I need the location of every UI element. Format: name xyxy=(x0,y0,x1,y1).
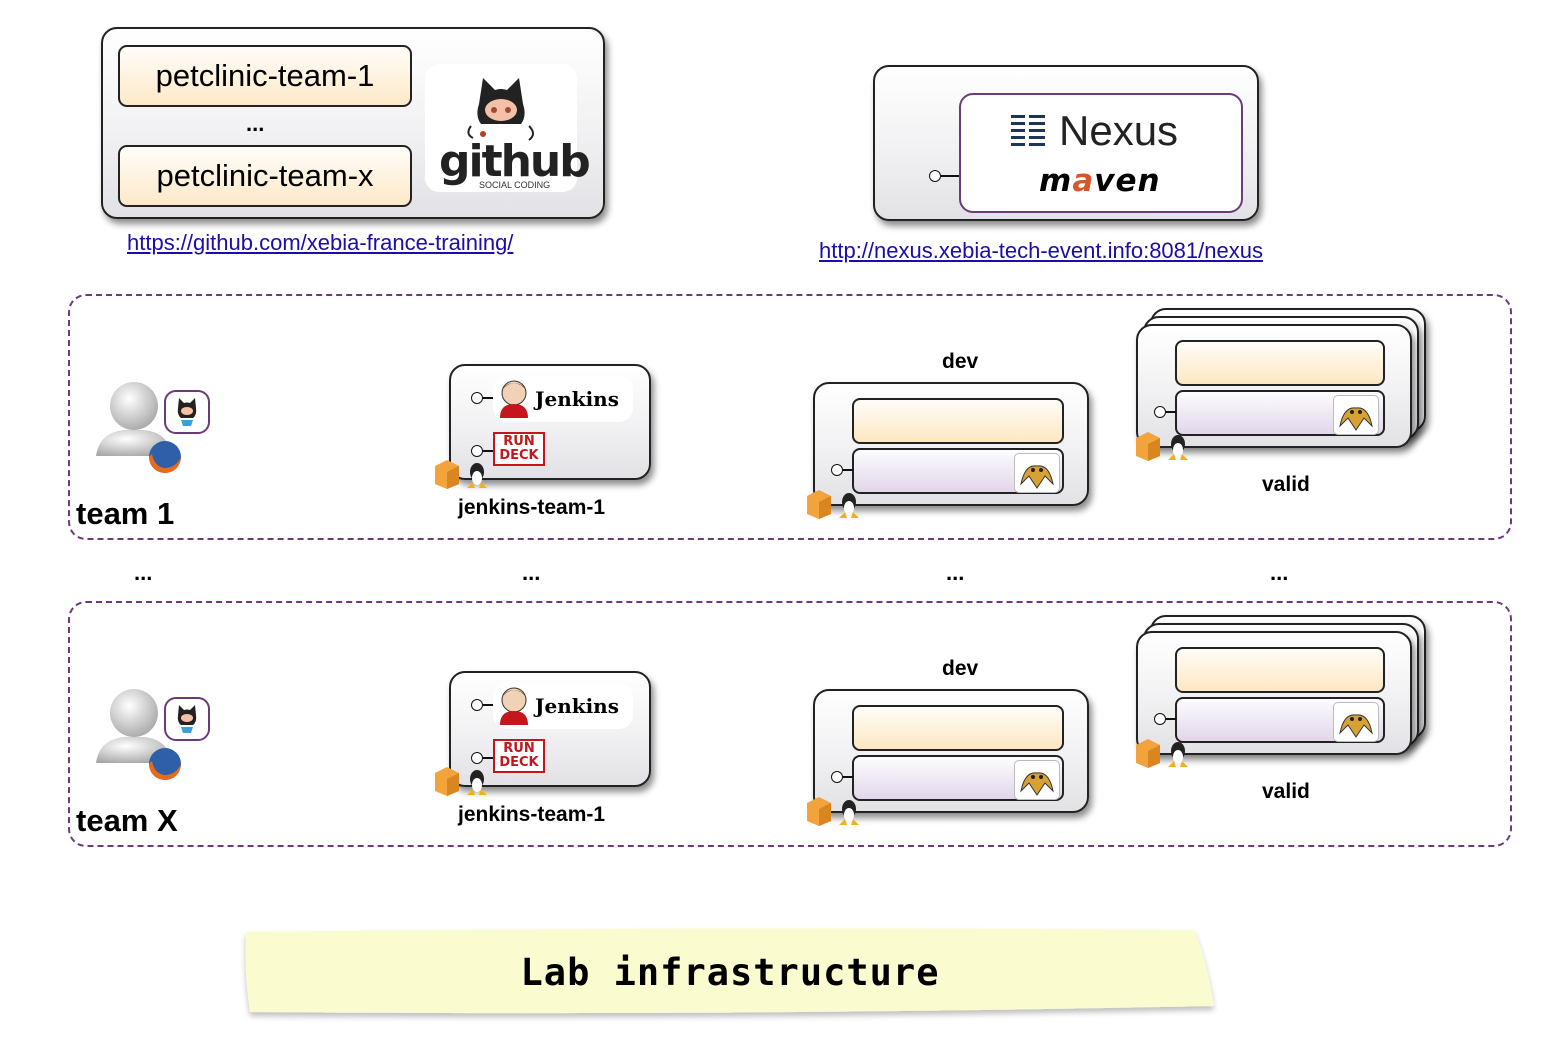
dev-port-line xyxy=(843,776,853,778)
repo-label: petclinic-team-1 xyxy=(155,58,375,93)
banner-title: Lab infrastructure xyxy=(520,950,940,994)
maven-wordmark: maven xyxy=(1039,163,1161,199)
rundeck-bottom: DECK xyxy=(499,755,539,770)
rundeck-port-icon xyxy=(471,752,483,764)
nexus-logo-panel: Nexus maven xyxy=(959,93,1243,213)
title-banner: Lab infrastructure xyxy=(244,928,1216,1016)
jenkins-caption: jenkins-team-1 xyxy=(458,496,606,519)
github-logo: github SOCIAL CODING xyxy=(425,64,591,192)
github-client-badge xyxy=(164,697,210,741)
separator-dots: ... xyxy=(1270,560,1289,585)
valid-caption: valid xyxy=(1262,473,1310,496)
team-zone: team X Jenkins RUN DECK jenkins-team-1 d… xyxy=(68,601,1512,847)
valid-port-line xyxy=(1166,718,1176,720)
valid-port-icon xyxy=(1154,713,1166,725)
nexus-port-line xyxy=(941,175,959,177)
github-box: petclinic-team-1 ... petclinic-team-x gi… xyxy=(101,27,605,219)
repo-petclinic-team-x: petclinic-team-x xyxy=(118,145,412,207)
valid-caption: valid xyxy=(1262,780,1310,803)
dev-node xyxy=(807,382,1089,519)
jenkins-icon xyxy=(500,380,528,418)
dev-app-bar xyxy=(852,398,1064,444)
aws-linux-icon xyxy=(1136,432,1188,461)
repo-petclinic-team-1: petclinic-team-1 xyxy=(118,45,412,107)
repo-ellipsis: ... xyxy=(246,111,265,136)
github-tagline: SOCIAL CODING xyxy=(479,180,551,190)
aws-linux-icon xyxy=(807,797,859,826)
jenkins-port-icon xyxy=(471,699,483,711)
nexus-wordmark: Nexus xyxy=(1059,107,1179,154)
octocat-icon xyxy=(177,705,197,733)
rundeck-top: RUN xyxy=(503,741,535,756)
jenkins-node: Jenkins RUN DECK xyxy=(435,671,651,796)
team-label: team 1 xyxy=(76,496,175,531)
firefox-icon xyxy=(149,748,181,780)
nexus-box: Nexus maven xyxy=(873,65,1259,221)
dev-tomcat-bar xyxy=(852,755,1064,801)
dev-tomcat-bar xyxy=(852,448,1064,494)
rundeck-top: RUN xyxy=(503,434,535,449)
valid-tomcat-bar xyxy=(1175,390,1385,436)
jenkins-icon xyxy=(500,687,528,725)
aws-linux-icon xyxy=(807,490,859,519)
dev-port-icon xyxy=(831,464,843,476)
jenkins-port-icon xyxy=(471,392,483,404)
dev-caption: dev xyxy=(942,350,979,373)
jenkins-label: Jenkins xyxy=(535,694,619,718)
valid-node xyxy=(1136,324,1412,461)
octocat-icon xyxy=(467,78,534,141)
team-zone: team 1 Jenkins RUN DECK jenkins-team-1 d… xyxy=(68,294,1512,540)
rundeck-port-icon xyxy=(471,445,483,457)
aws-linux-icon xyxy=(1136,739,1188,768)
valid-tomcat-bar xyxy=(1175,697,1385,743)
banner-shape xyxy=(245,928,1214,1014)
rundeck-logo: RUN DECK xyxy=(493,739,545,773)
jenkins-port-line xyxy=(483,397,493,399)
dev-node xyxy=(807,689,1089,826)
maven-accent: a xyxy=(1072,163,1095,199)
valid-port-icon xyxy=(1154,406,1166,418)
dev-port-icon xyxy=(831,771,843,783)
nexus-icon xyxy=(1011,115,1045,146)
valid-port-line xyxy=(1166,411,1176,413)
nexus-url-link[interactable]: http://nexus.xebia-tech-event.info:8081/… xyxy=(819,238,1263,263)
maven-prefix: m xyxy=(1039,163,1073,199)
github-url-link[interactable]: https://github.com/xebia-france-training… xyxy=(127,230,514,255)
tomcat-icon xyxy=(1333,395,1379,435)
jenkins-label: Jenkins xyxy=(535,387,619,411)
separator-dots: ... xyxy=(522,560,541,585)
valid-app-bar xyxy=(1175,647,1385,693)
rundeck-port-line xyxy=(483,450,493,452)
separator-dots: ... xyxy=(134,560,153,585)
rundeck-port-line xyxy=(483,757,493,759)
jenkins-caption: jenkins-team-1 xyxy=(458,803,606,826)
dev-caption: dev xyxy=(942,657,979,680)
team-label: team X xyxy=(76,803,178,838)
github-wordmark: github xyxy=(439,136,591,187)
nexus-port-icon xyxy=(929,170,941,182)
aws-linux-icon xyxy=(435,460,487,489)
separator-dots: ... xyxy=(946,560,965,585)
maven-suffix: ven xyxy=(1094,163,1161,199)
octocat-icon xyxy=(177,398,197,426)
repo-label: petclinic-team-x xyxy=(156,158,374,193)
rundeck-logo: RUN DECK xyxy=(493,432,545,466)
tomcat-icon xyxy=(1014,453,1060,493)
tomcat-icon xyxy=(1333,702,1379,742)
dev-app-bar xyxy=(852,705,1064,751)
rundeck-bottom: DECK xyxy=(499,448,539,463)
dev-port-line xyxy=(843,469,853,471)
jenkins-port-line xyxy=(483,704,493,706)
valid-app-bar xyxy=(1175,340,1385,386)
github-client-badge xyxy=(164,390,210,434)
firefox-icon xyxy=(149,441,181,473)
aws-linux-icon xyxy=(435,767,487,796)
tomcat-icon xyxy=(1014,760,1060,800)
jenkins-node: Jenkins RUN DECK xyxy=(435,364,651,489)
valid-node xyxy=(1136,631,1412,768)
